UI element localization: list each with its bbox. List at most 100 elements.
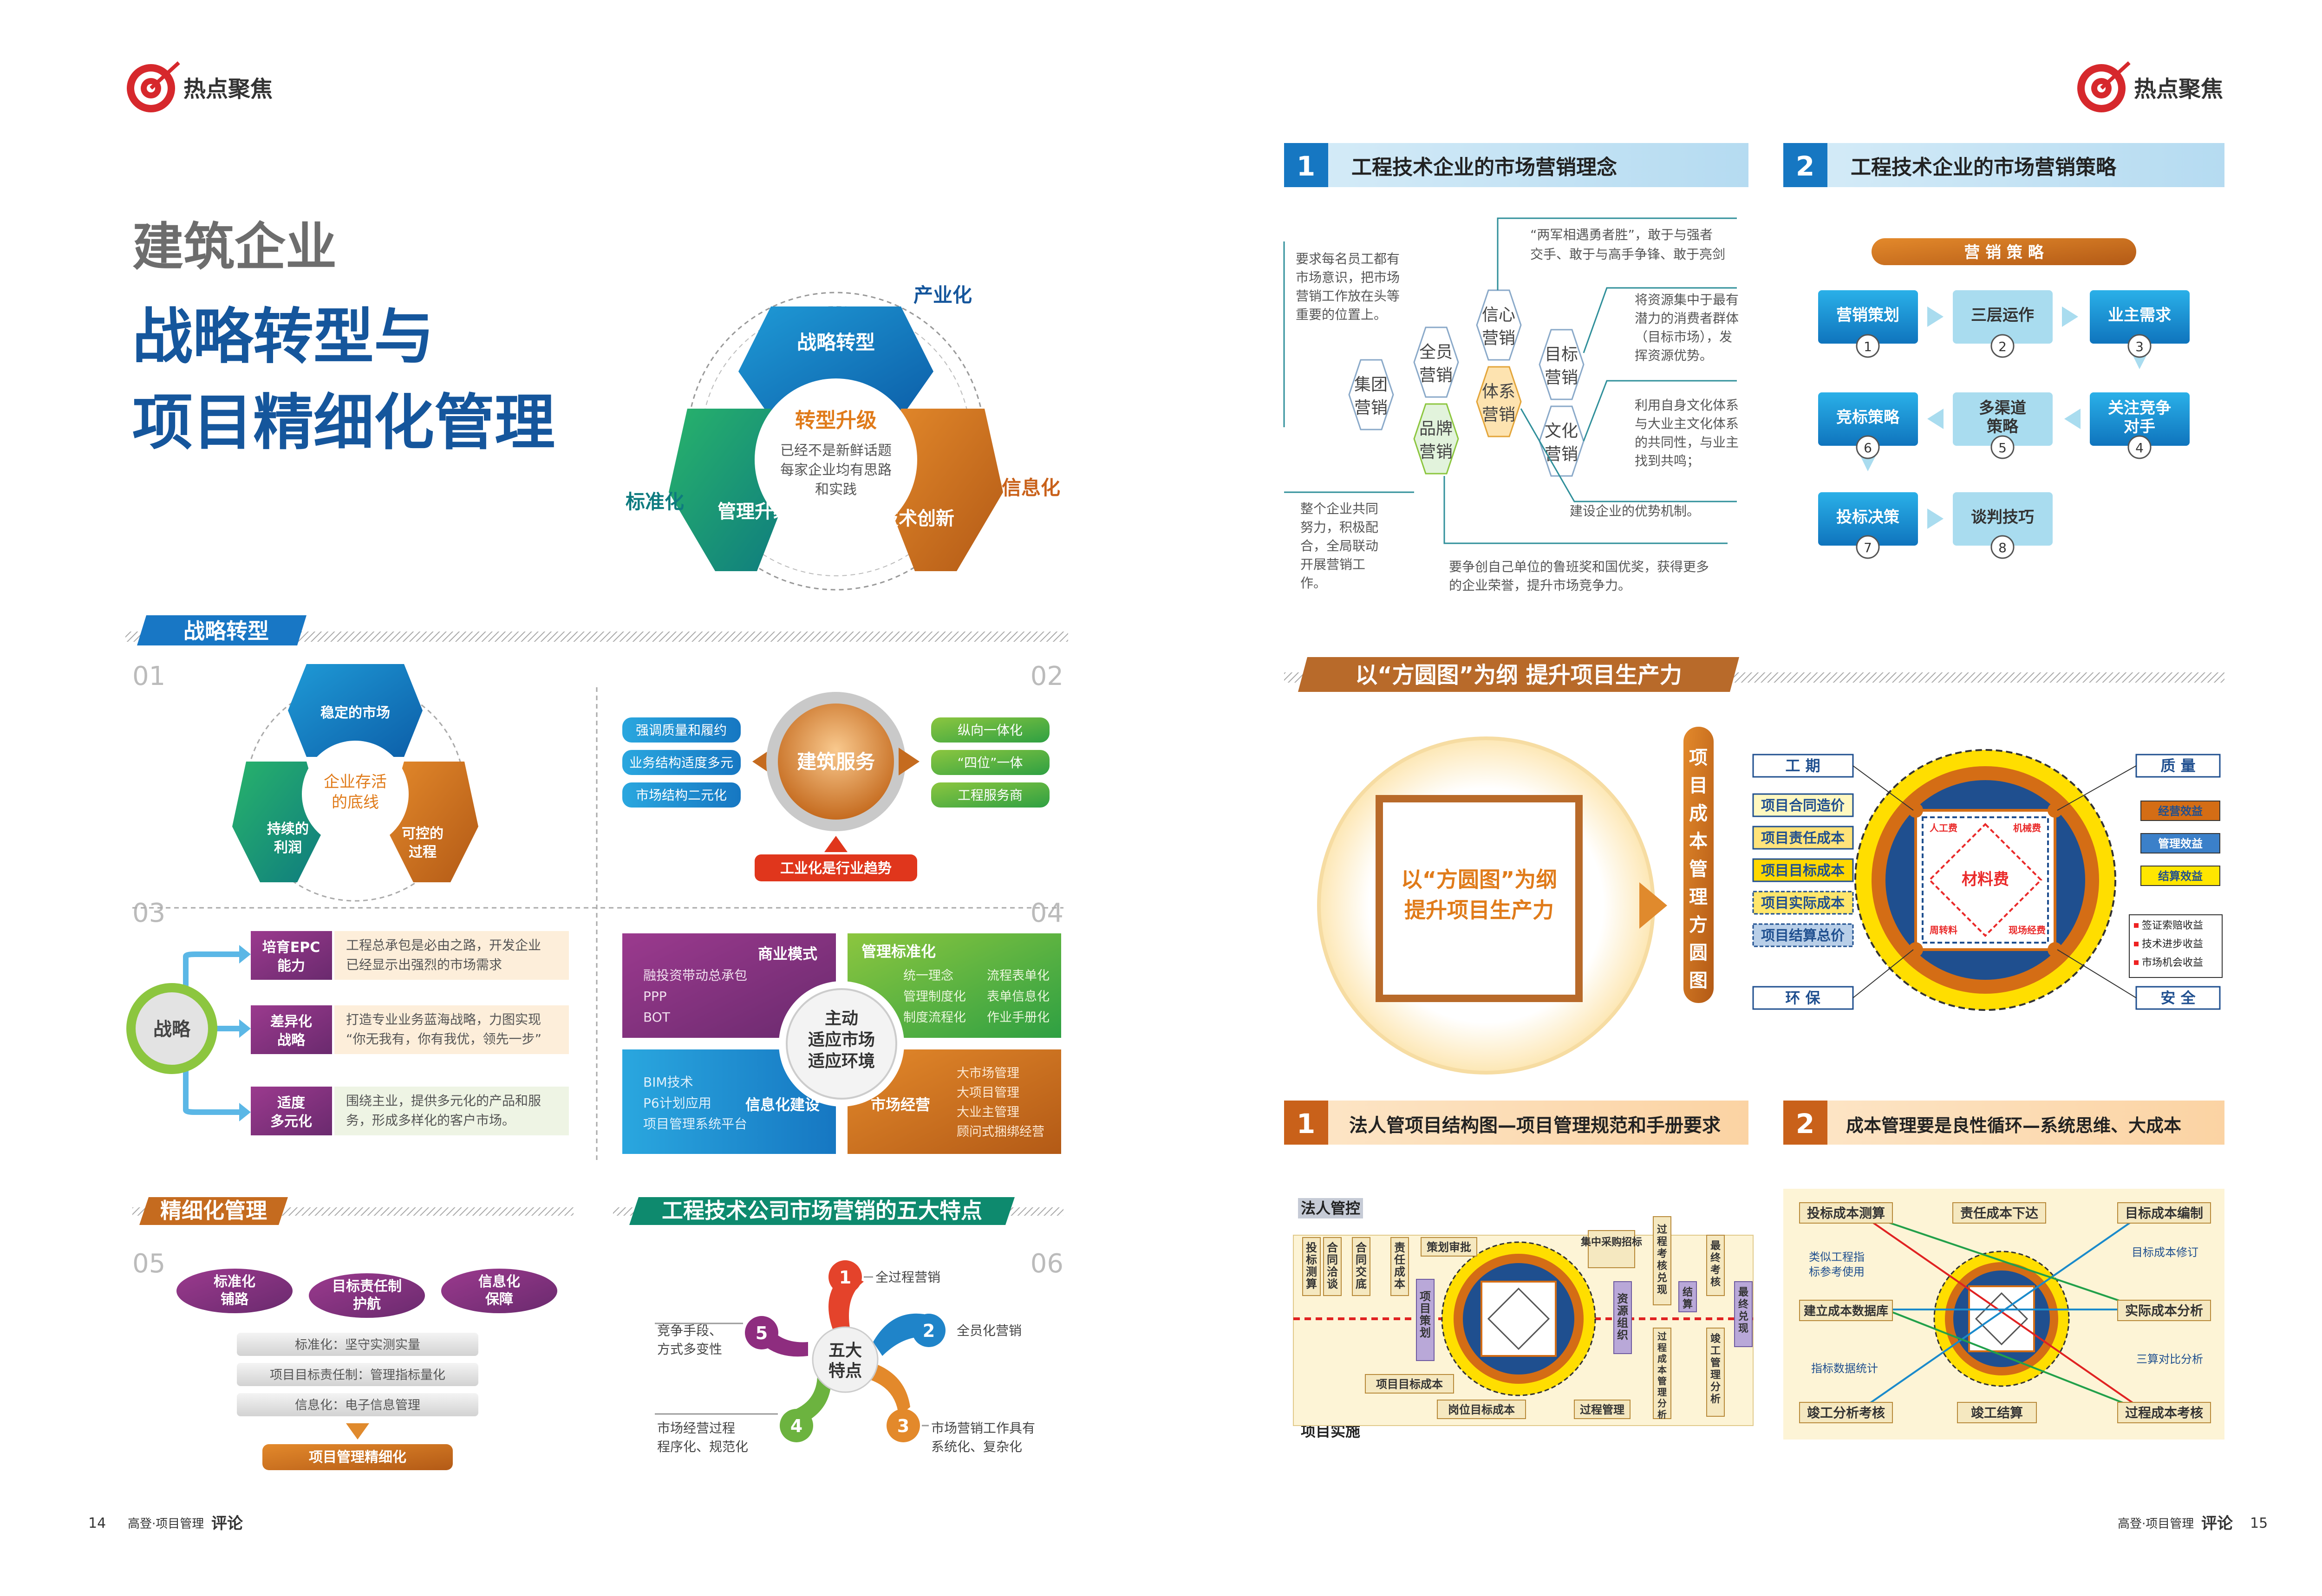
svg-text:过程成本管理分析: 过程成本管理分析 (1657, 1331, 1667, 1420)
svg-text:业主需求: 业主需求 (2108, 306, 2171, 325)
svg-text:关注竞争对手: 关注竞争对手 (2108, 399, 2171, 436)
svg-text:表单信息化: 表单信息化 (987, 990, 1050, 1004)
svg-text:要争创自己单位的鲁班奖和国优奖，获得更多的企业荣誉，提升市场: 要争创自己单位的鲁班奖和国优奖，获得更多的企业荣誉，提升市场竞争力。 (1449, 559, 1709, 593)
svg-text:15: 15 (2250, 1515, 2268, 1531)
svg-text:经营效益: 经营效益 (2158, 805, 2203, 818)
svg-text:4: 4 (2135, 440, 2144, 456)
svg-text:市场营销工作具有系统化、复杂化: 市场营销工作具有系统化、复杂化 (931, 1420, 1035, 1454)
marketing-strategy: 营 销 策 略 营销策划 三层运作 业主需求 关注竞争对手 多渠道策略 竞标策略… (1818, 238, 2190, 559)
panel-05: 标准化铺路 目标责任制护航 信息化保障 标准化：坚守实测实量 项目目标责任制：管… (176, 1269, 557, 1470)
svg-text:目标营销: 目标营销 (1545, 345, 1578, 387)
svg-text:指标数据统计: 指标数据统计 (1811, 1362, 1878, 1375)
svg-text:工程技术企业的市场营销策略: 工程技术企业的市场营销策略 (1851, 156, 2117, 179)
svg-text:结算效益: 结算效益 (2158, 870, 2203, 883)
svg-text:管理制度化: 管理制度化 (903, 990, 966, 1004)
svg-text:项目合同造价: 项目合同造价 (1761, 798, 1845, 814)
svg-text:融投资带动总承包: 融投资带动总承包 (643, 968, 747, 983)
svg-text:5: 5 (756, 1323, 768, 1343)
svg-text:人工费: 人工费 (1930, 822, 1957, 834)
banner-five: 工程技术公司市场营销的五大特点 (613, 1197, 1063, 1225)
svg-text:信息化保障: 信息化保障 (478, 1274, 520, 1308)
hero-triad: 战略转型 管理升级 技术创新 转型升级 已经不是新鲜话题 每家企业均有思路 和实… (626, 284, 1060, 591)
svg-text:围绕主业，提供多元化的产品和服务，形成多样化的客户市场。: 围绕主业，提供多元化的产品和服务，形成多样化的客户市场。 (346, 1093, 541, 1128)
svg-text:管理效益: 管理效益 (2158, 837, 2203, 850)
vertical-label: 项目成本管理方圆图 (1689, 747, 1708, 991)
panel-num-06: 06 (1031, 1249, 1063, 1279)
svg-text:竞争手段、方式多变性: 竞争手段、方式多变性 (657, 1323, 722, 1357)
hero-top: 战略转型 (797, 331, 875, 354)
flow-vertical-boxes: 投标测算 合同洽谈 合同交底 责任成本 项目策划 资源组织 过程考核兑现 结算 … (1302, 1216, 1753, 1420)
svg-text:“四位”一体: “四位”一体 (957, 755, 1023, 770)
hero-center-body-2: 每家企业均有思路 (780, 462, 892, 478)
svg-text:市场经营过程程序化、规范化: 市场经营过程程序化、规范化 (657, 1420, 748, 1454)
svg-text:最终兑现: 最终兑现 (1738, 1287, 1749, 1335)
svg-text:投标测算: 投标测算 (1306, 1241, 1317, 1290)
svg-text:P6计划应用: P6计划应用 (643, 1095, 711, 1111)
svg-text:市场结构二元化: 市场结构二元化 (636, 788, 727, 803)
svg-text:建立成本数据库: 建立成本数据库 (1804, 1304, 1888, 1318)
svg-text:要求每名员工都有市场意识，把市场营销工作放在头等重要的位置上: 要求每名员工都有市场意识，把市场营销工作放在头等重要的位置上。 (1296, 251, 1400, 322)
svg-text:差异化战略: 差异化战略 (270, 1014, 312, 1049)
svg-text:4: 4 (790, 1416, 802, 1436)
svg-text:结算: 结算 (1683, 1286, 1693, 1310)
svg-text:五大特点: 五大特点 (828, 1341, 862, 1381)
svg-text:全过程营销: 全过程营销 (875, 1270, 940, 1285)
svg-text:市场经营: 市场经营 (871, 1096, 930, 1114)
svg-text:流程表单化: 流程表单化 (987, 969, 1050, 983)
svg-text:可控的过程: 可控的过程 (402, 826, 444, 860)
svg-text:14: 14 (88, 1515, 106, 1531)
svg-text:大项目管理: 大项目管理 (957, 1086, 1019, 1100)
banner-fangyuan: 以“方圆图”为纲 提升项目生产力 (1284, 657, 2224, 692)
flow-horizontal-boxes: 策划审批 集中采购招标 项目目标成本 岗位目标成本 过程管理 (1365, 1230, 1642, 1419)
svg-text:适度多元化: 适度多元化 (270, 1095, 312, 1130)
fangyuan-diagram: 材料费 人工费 机械费 周转料 现场经费 工 期 项目合同造价 项目责任成本 项… (1744, 748, 2227, 1012)
svg-text:目标成本修订: 目标成本修订 (2132, 1246, 2198, 1259)
svg-text:利用自身文化体系与大业主文化体系的共同性，与业主找到共鸣；: 利用自身文化体系与大业主文化体系的共同性，与业主找到共鸣； (1635, 397, 1739, 469)
svg-text:工程技术公司市场营销的五大特点: 工程技术公司市场营销的五大特点 (662, 1198, 982, 1223)
r1-header-1: 1 工程技术企业的市场营销理念 (1284, 143, 1748, 187)
svg-text:以“方圆图”为纲 提升项目生产力: 以“方圆图”为纲 提升项目生产力 (1355, 662, 1682, 688)
svg-text:BIM技术: BIM技术 (643, 1075, 693, 1090)
svg-text:8: 8 (1998, 540, 2007, 555)
svg-text:竣工管理分析: 竣工管理分析 (1710, 1333, 1721, 1405)
svg-text:顾问式捆绑经营: 顾问式捆绑经营 (957, 1125, 1044, 1139)
panel-02: 强调质量和履约 业务结构适度多元 市场结构二元化 建筑服务 纵向一体化 “四位”… (622, 692, 1050, 881)
svg-text:7: 7 (1864, 540, 1872, 555)
svg-text:过程成本考核: 过程成本考核 (2125, 1405, 2203, 1420)
hero-label-top: 产业化 (913, 284, 972, 306)
hero-right: 技术创新 (880, 508, 954, 529)
p02-right-stack: 纵向一体化 “四位”一体 工程服务商 (931, 717, 1050, 808)
svg-text:集中采购招标: 集中采购招标 (1580, 1236, 1642, 1248)
section-label: 热点聚焦 (183, 76, 273, 102)
svg-text:项目目标成本: 项目目标成本 (1376, 1378, 1443, 1391)
svg-text:战略: 战略 (153, 1019, 191, 1040)
svg-text:商业模式: 商业模式 (758, 945, 817, 963)
svg-text:法人管项目结构图—项目管理规范和手册要求: 法人管项目结构图—项目管理规范和手册要求 (1349, 1115, 1721, 1136)
svg-text:三算对比分析: 三算对比分析 (2136, 1353, 2203, 1366)
section-label: 热点聚焦 (2134, 76, 2223, 102)
svg-text:标准化铺路: 标准化铺路 (214, 1274, 255, 1308)
svg-text:BOT: BOT (643, 1010, 671, 1025)
svg-text:以“方圆图”为纲提升项目生产力: 以“方圆图”为纲提升项目生产力 (1401, 867, 1557, 923)
svg-text:统一理念: 统一理念 (903, 969, 953, 983)
hero-center-body-1: 已经不是新鲜话题 (780, 443, 892, 459)
svg-text:管理标准化: 管理标准化 (861, 943, 936, 960)
svg-text:打造专业业务蓝海战略，力图实现“你无我有，你有我优，领先一步: 打造专业业务蓝海战略，力图实现“你无我有，你有我优，领先一步” (346, 1012, 541, 1047)
svg-text:3: 3 (2135, 339, 2144, 354)
svg-text:战略转型: 战略转型 (183, 619, 269, 644)
svg-text:环 保: 环 保 (1785, 989, 1820, 1007)
svg-text:整个企业共同努力，积极配合，全局联动开展营销工作。: 整个企业共同努力，积极配合，全局联动开展营销工作。 (1300, 501, 1378, 591)
svg-text:周转料: 周转料 (1930, 925, 1957, 936)
hero-left: 管理升级 (717, 501, 792, 522)
svg-text:2: 2 (923, 1321, 935, 1341)
svg-text:精细化管理: 精细化管理 (160, 1198, 267, 1223)
svg-text:主动适应市场适应环境: 主动适应市场适应环境 (808, 1009, 875, 1071)
svg-text:2: 2 (1998, 339, 2007, 354)
left-page-header: 热点聚焦 (127, 61, 273, 112)
svg-text:岗位目标成本: 岗位目标成本 (1448, 1403, 1515, 1416)
svg-text:项目策划: 项目策划 (1420, 1290, 1431, 1339)
title-line3: 项目精细化管理 (132, 387, 555, 458)
svg-text:2: 2 (1796, 150, 1814, 182)
panel-04: 主动适应市场适应环境 商业模式 融投资带动总承包 PPP BOT 管理标准化 统… (622, 933, 1061, 1154)
